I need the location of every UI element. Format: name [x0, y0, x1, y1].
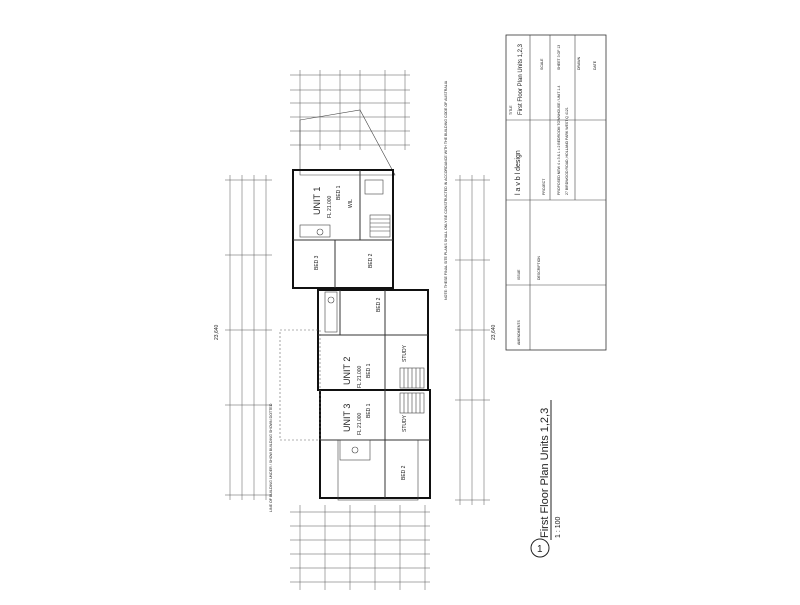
sheet-label: SHEET 3 OF 13 [557, 45, 561, 70]
room-label: BED 3 [314, 255, 320, 270]
project-description: PROPOSED NEW 4 x 3 & 1 x 2 BEDROOM TOWNH… [557, 85, 561, 195]
room-label: BED 2 [401, 465, 407, 480]
sheet-title-label: TITLE [509, 105, 513, 115]
drawing-scale: 1 : 100 [555, 516, 562, 538]
view-number-circle [530, 538, 550, 558]
unit-1-floor-level: FL 21.000 [327, 195, 333, 218]
title-block: First Floor Plan Units 1,2,3 TITLE SCALE… [505, 34, 607, 351]
unit-labels: UNIT 1 FL 21.000 UNIT 2 FL 21.000 UNIT 3… [312, 187, 363, 435]
top-dimension-string [290, 70, 410, 150]
room-label: WIL [348, 199, 354, 208]
room-label: STUDY [402, 414, 408, 432]
room-label: BED 2 [368, 253, 374, 268]
dimension-label-left: 23,640 [214, 324, 220, 340]
bathroom-fixtures [299, 179, 384, 461]
right-dimension-string: 23,640 [455, 175, 497, 505]
firm-name: l a v b l design [515, 150, 522, 195]
room-label: BED 1 [366, 403, 372, 418]
project-address: 27 BIRDWOOD ROAD, HOLLAND PARK WEST Q 41… [565, 107, 569, 195]
view-number: 1 [537, 544, 543, 555]
unit-3-floor-level: FL 21.000 [357, 412, 363, 435]
bottom-dimension-string [290, 505, 430, 590]
description-label: DESCRIPTION [537, 256, 541, 280]
sheet-title: First Floor Plan Units 1,2,3 [518, 43, 524, 115]
unit-1-label: UNIT 1 [312, 187, 322, 215]
drawn-label: DRAWN [577, 56, 581, 70]
unit-3-label: UNIT 3 [342, 404, 352, 432]
drawing-title-callout: 1 First Floor Plan Units 1,2,3 1 : 100 [530, 400, 562, 558]
left-dimension-string: 23,640 [214, 175, 272, 500]
unit-2-label: UNIT 2 [342, 357, 352, 385]
building-line-note: LINE OF BUILDING UNDER / SHOW BUILDING S… [269, 403, 273, 512]
room-label: STUDY [402, 344, 408, 362]
stairs-unit-1 [369, 214, 391, 238]
stairs-unit-2 [399, 367, 425, 389]
amendments-label: AMENDMENTS [517, 319, 521, 345]
room-label: BED 1 [336, 185, 342, 200]
drawing-title: First Floor Plan Units 1,2,3 [539, 408, 551, 538]
construction-note: NOTE: THESE FINAL SITE PLANS SHALL ONLY … [444, 80, 448, 300]
room-label: BED 2 [376, 297, 382, 312]
stairs-unit-3 [399, 392, 425, 414]
dimension-label-right: 23,640 [491, 324, 497, 340]
project-label: PROJECT [542, 178, 546, 195]
room-label: BED 1 [366, 363, 372, 378]
date-label: DATE [593, 60, 597, 70]
room-labels: BED 1 BED 2 BED 3 WIL BED 2 BED 1 STUDY … [314, 185, 408, 480]
unit-2-floor-level: FL 21.000 [357, 365, 363, 388]
scale-label: SCALE [540, 58, 544, 70]
issue-label: ISSUE [517, 269, 521, 280]
building-walls [279, 109, 431, 501]
